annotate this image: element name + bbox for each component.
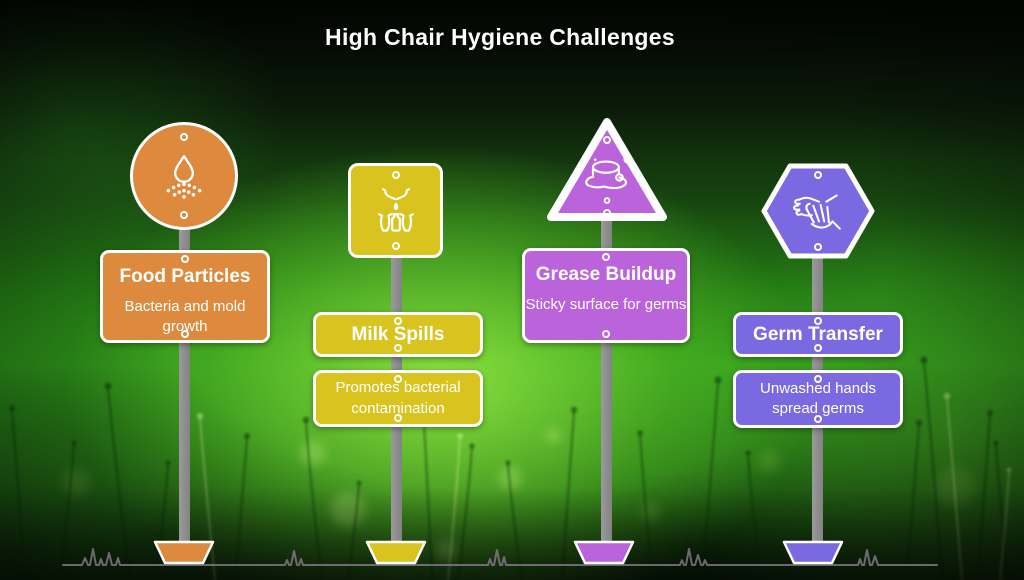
rivet-dot — [602, 330, 610, 338]
card-description: Promotes bacterial contamination — [335, 379, 461, 417]
washing-hands-icon — [793, 194, 841, 230]
rivet-dot — [391, 171, 400, 179]
rivet-dot — [603, 209, 611, 217]
milk-spills-card: Milk Spills — [313, 312, 483, 357]
rivet-dot — [814, 317, 822, 325]
rivet-dot — [181, 330, 189, 338]
grease-blob-icon — [581, 153, 632, 204]
rivet-dot — [814, 375, 822, 383]
milk-bottles-icon — [377, 187, 414, 232]
rivet-dot — [180, 133, 188, 141]
card-title: Milk Spills — [351, 323, 445, 345]
milk-spills-shape — [348, 163, 443, 258]
germ-transfer-card: Germ Transfer — [733, 312, 903, 357]
rivet-dot — [391, 242, 400, 250]
card-description: Sticky surface for germs — [525, 295, 687, 313]
rivet-dot — [394, 414, 402, 422]
germ-transfer-shape — [758, 161, 878, 261]
rivet-dot — [394, 317, 402, 325]
signpost-base — [153, 540, 215, 565]
milk-spills-desc-card: Promotes bacterial contamination — [313, 370, 483, 427]
rivet-dot — [814, 243, 822, 251]
card-description: Unwashed hands spread germs — [760, 379, 876, 417]
rivet-dot — [603, 136, 611, 144]
rivet-dot — [181, 255, 189, 263]
rivet-dot — [602, 253, 610, 261]
rivet-dot — [814, 344, 822, 352]
grease-buildup-card: Grease Buildup Sticky surface for germs — [522, 248, 690, 343]
food-crumbs-icon — [166, 155, 202, 199]
signpost-base — [365, 540, 427, 565]
grease-buildup-shape — [541, 112, 673, 226]
rivet-dot — [814, 171, 822, 179]
card-title: Grease Buildup — [535, 264, 677, 285]
signpost-pole — [179, 176, 190, 548]
signpost-base — [573, 540, 635, 565]
rivet-dot — [394, 344, 402, 352]
germ-transfer-desc-card: Unwashed hands spread germs — [733, 370, 903, 428]
food-particles-card: Food Particles Bacteria and mold growth — [100, 250, 270, 343]
signpost-base — [782, 540, 844, 565]
rivet-dot — [180, 211, 188, 219]
card-title: Food Particles — [119, 266, 251, 287]
ground-baseline — [62, 548, 938, 566]
card-title: Germ Transfer — [753, 323, 883, 345]
rivet-dot — [814, 415, 822, 423]
rivet-dot — [394, 375, 402, 383]
page-title: High Chair Hygiene Challenges — [325, 24, 675, 50]
food-particles-shape — [130, 122, 238, 230]
